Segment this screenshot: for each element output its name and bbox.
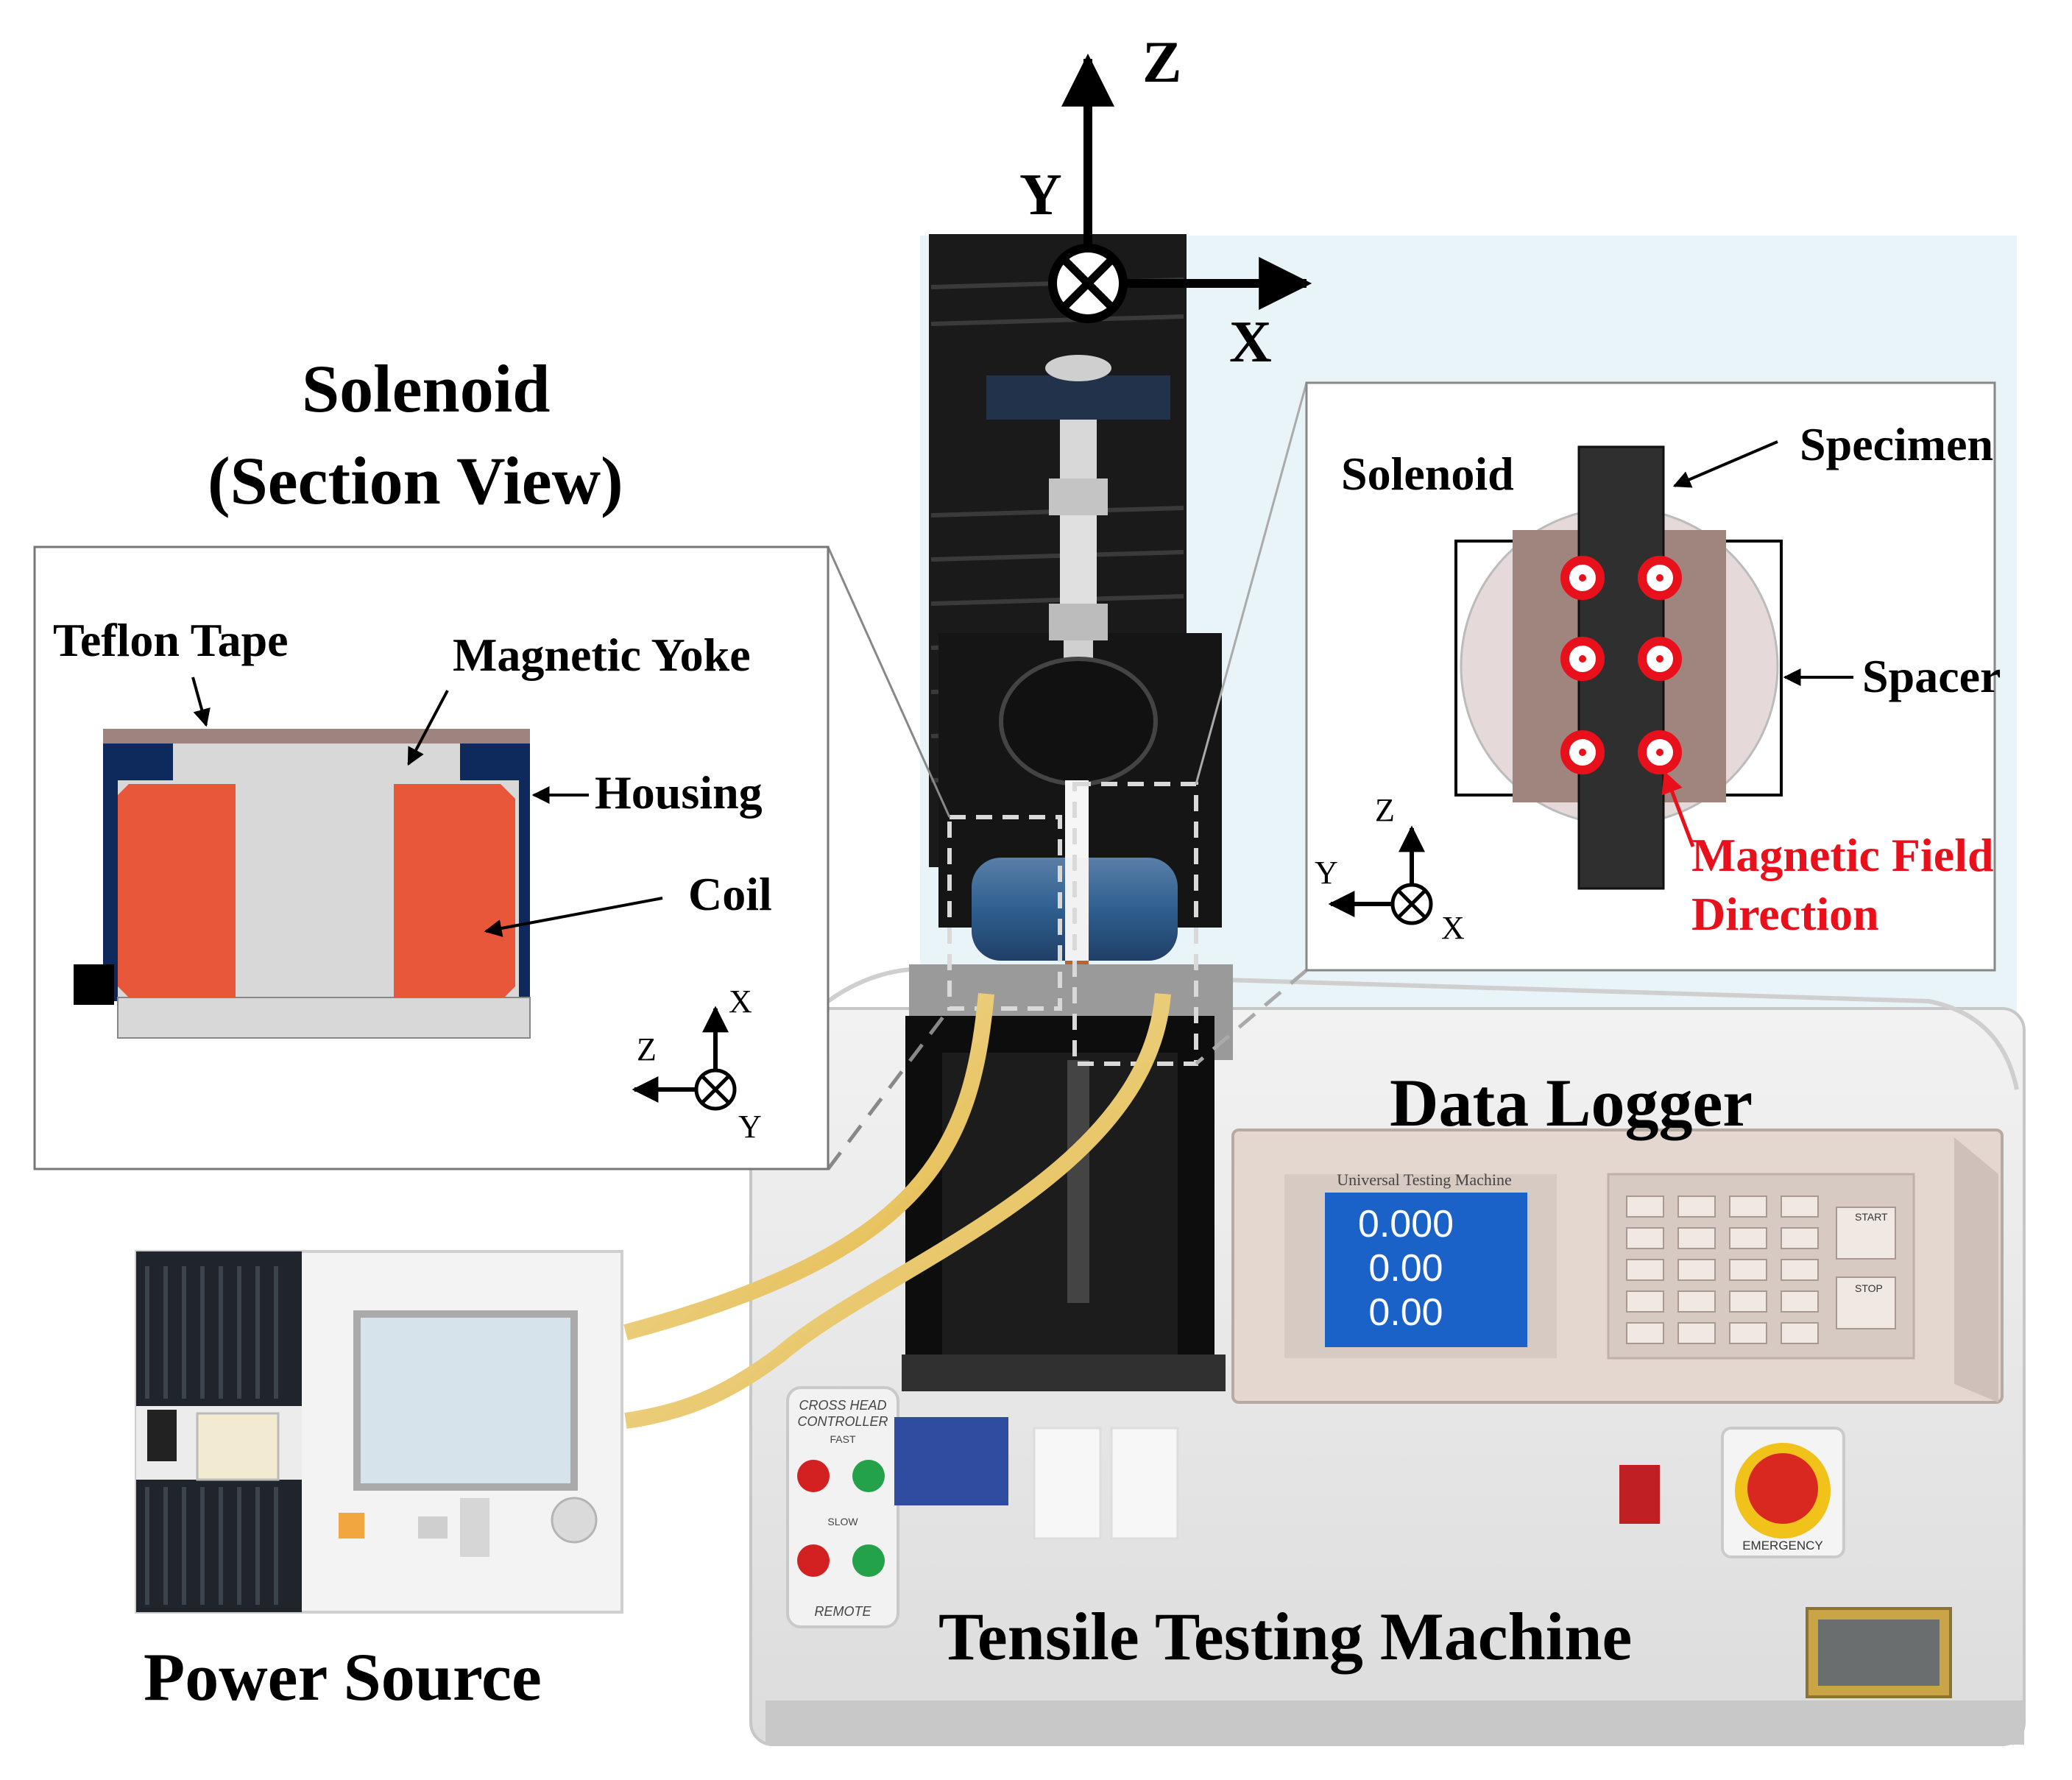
top-axis-x: X — [1229, 310, 1272, 375]
solenoid-section-view — [33, 545, 830, 1170]
detail-axis-z: Z — [1375, 792, 1395, 828]
field-direction-label-2: Direction — [1691, 888, 1879, 940]
data-logger: Universal Testing Machine 0.000 0.00 0.0… — [1231, 1129, 2004, 1404]
section-callout-line-top — [827, 546, 951, 818]
controller-remote-label: REMOTE — [814, 1604, 871, 1619]
section-axis-z: Z — [637, 1031, 657, 1067]
section-title-line2: (Section View) — [208, 443, 623, 518]
tensile-machine-label: Tensile Testing Machine — [938, 1599, 1633, 1674]
emergency-label: EMERGENCY — [1742, 1539, 1823, 1553]
teflon-tape-shape — [103, 729, 530, 744]
coil-left — [118, 784, 236, 997]
upper-grip — [999, 657, 1158, 786]
detail-solenoid-label: Solenoid — [1341, 448, 1514, 500]
detail-axis-x: X — [1441, 910, 1465, 946]
detail-spacer-label: Spacer — [1862, 650, 2001, 702]
field-direction-label-1: Magnetic Field — [1691, 829, 1994, 881]
section-title-line1: Solenoid — [302, 351, 551, 426]
data-logger-label: Data Logger — [1390, 1065, 1753, 1140]
crosshead-controller: CROSS HEAD CONTROLLER FAST SLOW REMOTE — [786, 1386, 899, 1628]
teflon-tape-label: Teflon Tape — [53, 614, 289, 666]
top-axis-y: Y — [1019, 163, 1062, 227]
controller-slow-label: SLOW — [827, 1516, 858, 1528]
logger-reading-3: 0.00 — [1368, 1291, 1443, 1334]
detail-specimen-label: Specimen — [1800, 418, 1994, 470]
magnetic-yoke-label: Magnetic Yoke — [453, 629, 751, 681]
section-axis-x: X — [729, 983, 752, 1020]
detail-callout-line-top — [1195, 382, 1308, 785]
crosshead — [986, 375, 1170, 420]
logger-reading-1: 0.000 — [1358, 1203, 1454, 1246]
power-source-label: Power Source — [144, 1639, 542, 1714]
detail-callout-line-bottom — [1195, 969, 1308, 1065]
coil-right — [394, 784, 515, 997]
top-axis-z: Z — [1142, 30, 1182, 95]
detail-axis-y: Y — [1315, 855, 1338, 891]
logger-stop-label: STOP — [1855, 1282, 1883, 1294]
coil-label: Coil — [688, 868, 772, 920]
field-markers — [1560, 556, 1682, 774]
section-axis-y: Y — [738, 1109, 762, 1145]
controller-title-2: CONTROLLER — [797, 1414, 888, 1429]
global-axes — [1048, 53, 1312, 323]
logger-start-label: START — [1855, 1211, 1888, 1223]
power-source — [135, 1250, 623, 1614]
housing-label: Housing — [595, 766, 763, 819]
logger-reading-2: 0.00 — [1368, 1247, 1443, 1290]
controller-fast-label: FAST — [830, 1433, 855, 1445]
specimen-detail-view — [1305, 381, 1996, 972]
logger-header: Universal Testing Machine — [1337, 1170, 1512, 1189]
controller-title-1: CROSS HEAD — [799, 1398, 886, 1413]
